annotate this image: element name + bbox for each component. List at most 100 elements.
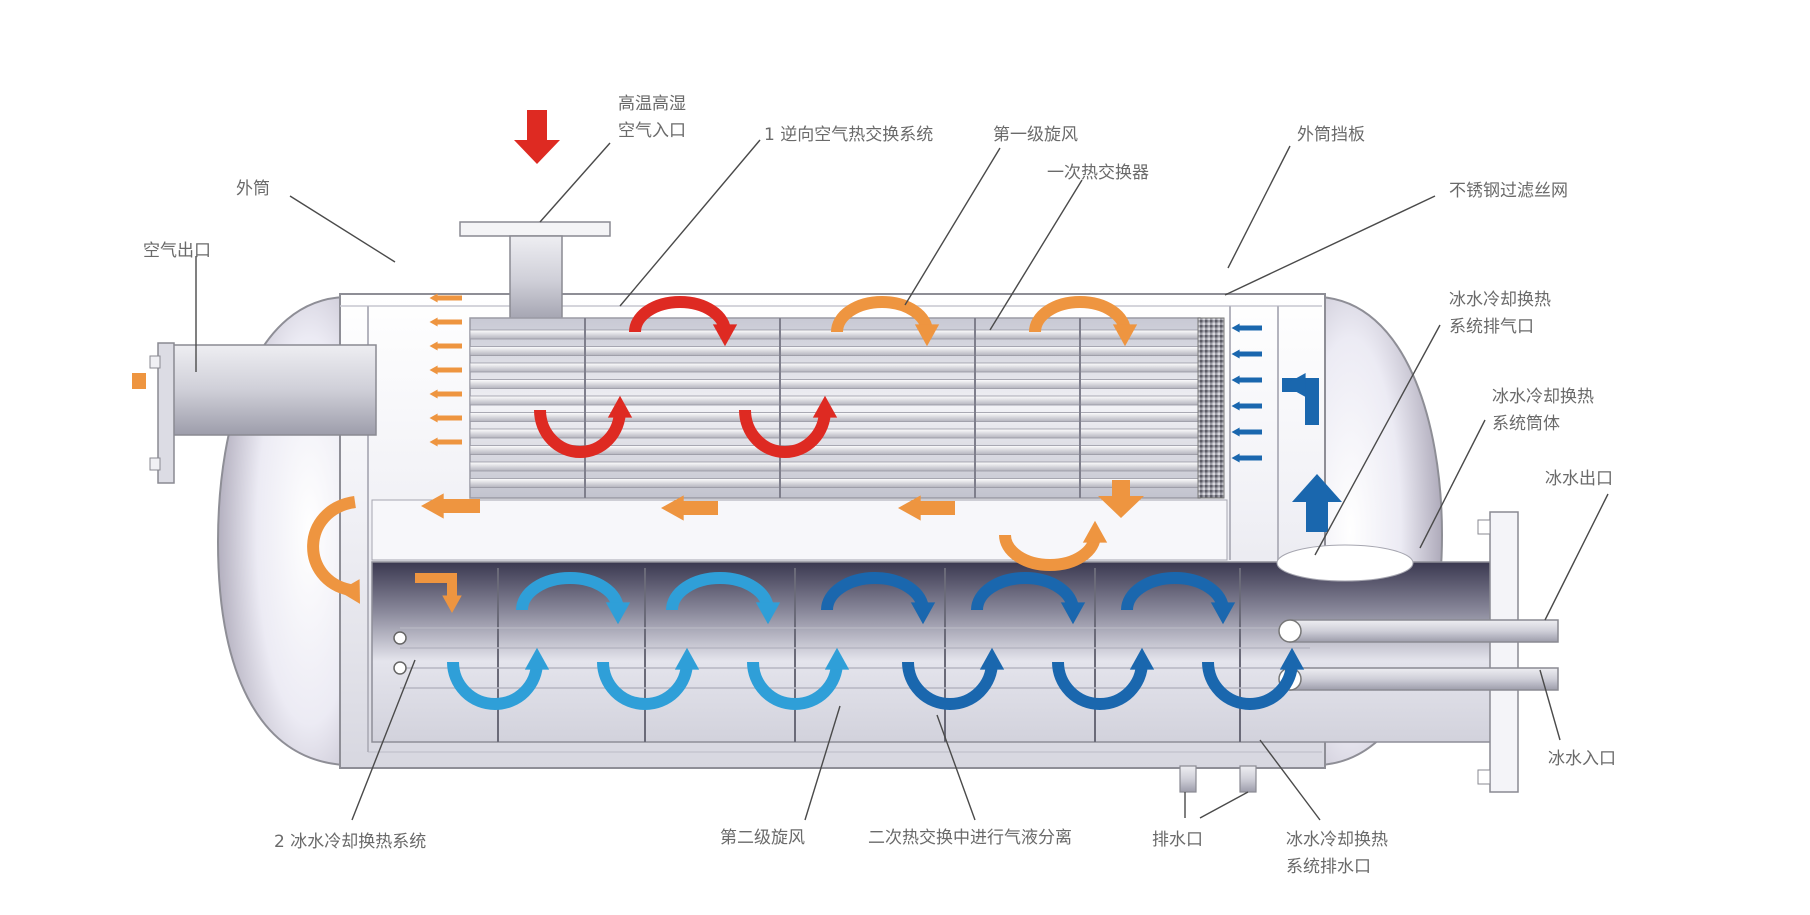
warm-flow-arrow	[831, 296, 933, 333]
leader-line	[1544, 493, 1609, 621]
cool-flow-arrow	[597, 661, 693, 710]
cool-flow-arrow-head	[1279, 647, 1305, 670]
warm-flow-arrow-head	[914, 324, 940, 347]
label-hot-air-inlet: 高温高湿 空气入口	[618, 91, 686, 145]
label-drain: 排水口	[1152, 830, 1203, 850]
cool-flow-arrow-head	[605, 602, 631, 625]
hot-flow-arrow	[629, 296, 731, 333]
cool-flow-arrow	[666, 572, 774, 611]
label-steel-filter: 不锈钢过滤丝网	[1449, 181, 1568, 201]
flange-bolt	[1477, 519, 1491, 535]
outlet-pipe	[161, 344, 377, 436]
warm-flow-arrow	[307, 496, 357, 596]
pipe-end	[1278, 619, 1302, 643]
label-ice-body-line1: 冰水冷却换热	[1492, 387, 1594, 407]
tube-end-port	[393, 661, 407, 675]
leader-lines	[195, 139, 1609, 821]
return-flow-arrow-head	[421, 493, 444, 519]
leader-line	[1419, 419, 1486, 549]
cool-flow-arrow	[821, 572, 929, 611]
label-ice-body: 冰水冷却换热 系统筒体	[1492, 384, 1594, 438]
leader-line	[289, 195, 396, 263]
cool-flow-arrow-head	[910, 602, 936, 625]
leader-line	[1199, 791, 1249, 819]
flange-bolt	[149, 355, 161, 369]
label-separation: 二次热交换中进行气液分离	[868, 828, 1072, 848]
leader-line	[1539, 669, 1561, 741]
cool-flow-arrow-head	[824, 647, 850, 670]
return-flow-arrow-head	[898, 495, 921, 521]
flow-arrows	[132, 110, 1342, 710]
label-ice-exhaust: 冰水冷却换热 系统排气口	[1449, 287, 1551, 341]
warm-flow-arrow	[999, 534, 1101, 571]
warm-flow-arrow	[415, 573, 457, 598]
leader-line	[539, 142, 611, 223]
leader-line	[936, 714, 976, 821]
label-ice-exhaust-line2: 系统排气口	[1449, 317, 1534, 337]
inlet-pipe	[509, 235, 563, 327]
hot-flow-arrow-head	[712, 324, 738, 347]
label-ice-inlet: 冰水入口	[1548, 749, 1616, 769]
cool-flow-arrow	[1121, 572, 1229, 611]
air-exit-arrow-head	[429, 293, 438, 303]
ice-water-outlet-pipe	[1289, 619, 1559, 643]
leader-line	[904, 147, 1001, 306]
label-first-cyclone: 第一级旋风	[993, 125, 1078, 145]
label-outer-shell: 外筒	[236, 179, 270, 199]
label-air-outlet: 空气出口	[143, 241, 211, 261]
hot-flow-arrow	[739, 409, 831, 458]
label-ice-drain-line2: 系统排水口	[1286, 857, 1371, 877]
filter-flow-arrow-head	[1231, 453, 1240, 463]
cool-flow-arrow	[971, 572, 1079, 611]
exchanger-tube	[469, 461, 1201, 472]
label-primary-exchanger: 一次热交换器	[1047, 163, 1149, 183]
inlet-arrow-head	[514, 140, 560, 164]
air-exit-marker	[132, 373, 146, 389]
tube-end-port	[393, 631, 407, 645]
cool-flow-arrow-head	[524, 647, 550, 670]
leader-line	[351, 659, 416, 821]
cool-flow-arrow-head	[1060, 602, 1086, 625]
ice-water-flange	[1489, 511, 1519, 793]
cool-flow-arrow	[447, 661, 543, 710]
cool-flow-arrow-head	[755, 602, 781, 625]
filter-flow-arrow-head	[1231, 375, 1240, 385]
down-flow-shaft	[1112, 480, 1130, 498]
leader-line	[804, 705, 841, 821]
warm-flow-arrow-head	[1112, 324, 1138, 347]
warm-flow-arrow-head	[442, 595, 462, 613]
exchanger-tube	[469, 379, 1201, 389]
air-exit-arrow-head	[429, 365, 438, 375]
up-flow-head	[1292, 474, 1342, 502]
air-exit-arrow-head	[429, 413, 438, 423]
cool-flow-arrow	[1052, 661, 1148, 710]
stainless-filter-mesh	[1197, 317, 1225, 499]
down-flow-head	[1098, 496, 1144, 518]
label-second-cyclone: 第二级旋风	[720, 828, 805, 848]
vessel-structure	[149, 221, 1559, 793]
air-exit-arrow-head	[429, 437, 438, 447]
ice-water-cylinder	[371, 561, 1493, 743]
label-ice-exhaust-line1: 冰水冷却换热	[1449, 290, 1551, 310]
cool-flow-arrow	[902, 661, 998, 710]
label-outer-baffle: 外筒挡板	[1297, 125, 1365, 145]
cool-flow-arrow	[747, 661, 843, 710]
filter-flow-arrow-head	[1231, 427, 1240, 437]
leader-line	[989, 179, 1083, 331]
air-exit-arrow-head	[429, 389, 438, 399]
label-ice-drain-line1: 冰水冷却换热	[1286, 830, 1388, 850]
exhaust-opening	[1276, 544, 1414, 582]
hot-flow-arrow	[534, 409, 626, 458]
up-flow-shaft	[1306, 500, 1328, 532]
filter-flow-arrow-head	[1231, 349, 1240, 359]
drain-nozzle	[1179, 765, 1197, 793]
drain-nozzle	[1239, 765, 1257, 793]
flange-bolt	[149, 457, 161, 471]
cool-flow-arrow	[516, 572, 624, 611]
exchanger-tube	[469, 346, 1201, 356]
leader-line	[1227, 145, 1291, 269]
label-ice-body-line2: 系统筒体	[1492, 414, 1560, 434]
exchanger-tube	[469, 362, 1201, 373]
